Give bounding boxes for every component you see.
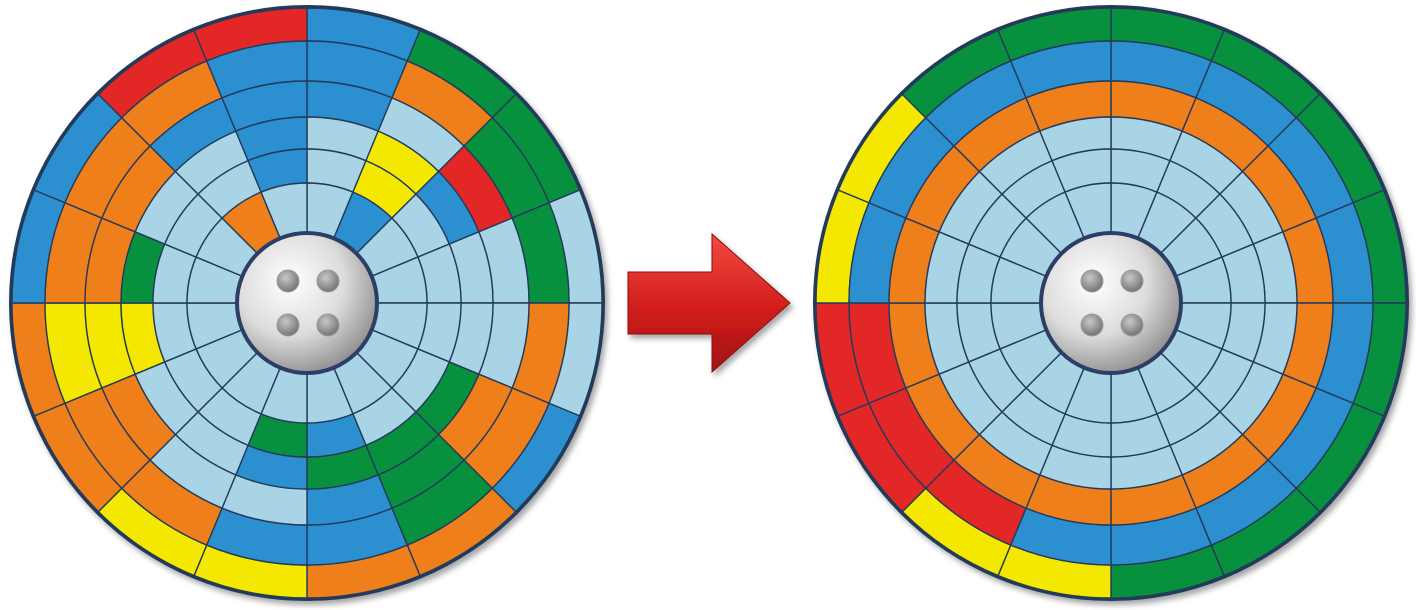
fragmented-disk [9,5,605,601]
arrow-icon [628,234,790,372]
spindle-hub [237,233,377,373]
hub-hole [1121,314,1143,336]
hub-hole [317,270,339,292]
hub-hole [277,270,299,292]
hub-hole [277,314,299,336]
hub-hole [317,314,339,336]
defragmented-disk [813,5,1409,601]
spindle-hub [1041,233,1181,373]
hub-hole [1081,314,1103,336]
hub-hole [1081,270,1103,292]
hub-hole [1121,270,1143,292]
